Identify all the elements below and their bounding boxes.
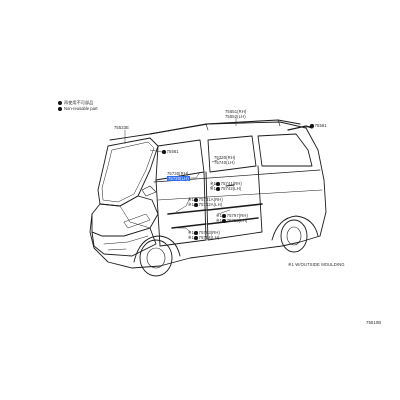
- callout-75551RH[interactable]: 75551(RH): [225, 109, 247, 114]
- quarter-window: [257, 133, 313, 167]
- callout-75561-rear[interactable]: 75561: [310, 123, 327, 128]
- legend-item: Non-reusable part: [58, 106, 98, 112]
- front-bumper: [91, 227, 157, 257]
- rear-wheel: [280, 219, 308, 253]
- callout-75720LH-highlighted[interactable]: 75720(LH): [167, 176, 190, 181]
- hood: [91, 195, 159, 237]
- legend-label: Non-reusable part: [64, 106, 98, 111]
- legend: 再使用不可部品 Non-reusable part: [58, 100, 98, 112]
- callout-75552LH[interactable]: 75552(LH): [225, 114, 246, 119]
- body-lower: [89, 213, 321, 269]
- roof-rail: [149, 119, 301, 135]
- callout-75561-front[interactable]: 75561: [162, 149, 179, 154]
- callout-75730RH[interactable]: 75730(RH): [214, 155, 236, 160]
- filled-circle-icon: [216, 182, 220, 186]
- filled-circle-icon: [194, 203, 198, 207]
- figure-code: 75510B: [366, 320, 382, 325]
- rear-wheel-arch: [271, 215, 319, 241]
- callout-75533E[interactable]: 75533E: [114, 125, 130, 130]
- filled-circle-icon: [222, 214, 226, 218]
- filled-circle-icon: [194, 198, 198, 202]
- side-mirror: [141, 185, 157, 197]
- front-door: [155, 171, 207, 247]
- front-wheel: [139, 239, 173, 277]
- filled-circle-icon: [310, 124, 314, 128]
- legend-item: 再使用不可部品: [58, 100, 98, 106]
- front-door-window: [155, 139, 205, 181]
- filled-circle-icon: [222, 219, 226, 223]
- footnote: ※1 W/OUTSIDE MOULDING: [288, 262, 345, 267]
- filled-circle-icon: [194, 231, 198, 235]
- callout-75730RH-b[interactable]: 75730(RH): [167, 171, 189, 176]
- windshield: [97, 137, 159, 207]
- callout-75740LH[interactable]: 75740(LH): [214, 160, 235, 165]
- rear-door-window: [207, 135, 257, 173]
- filled-circle-icon: [216, 187, 220, 191]
- filled-circle-icon: [58, 101, 62, 105]
- sliding-door: [205, 165, 263, 241]
- legend-label: 再使用不可部品: [64, 100, 94, 105]
- filled-circle-icon: [58, 107, 62, 111]
- filled-circle-icon: [194, 236, 198, 240]
- front-wheel-arch: [133, 235, 181, 263]
- filled-circle-icon: [162, 150, 166, 154]
